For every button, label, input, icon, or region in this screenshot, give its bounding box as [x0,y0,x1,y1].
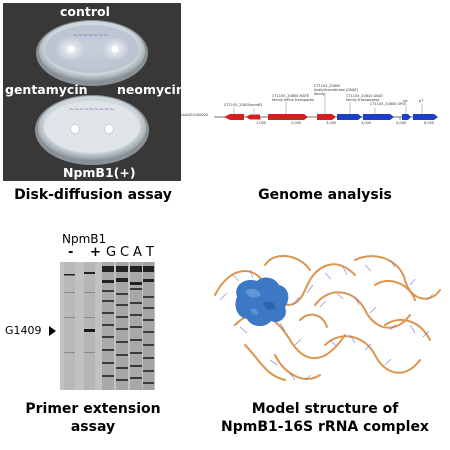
genome-caption: Genome analysis [258,187,392,203]
tick-label: 2,000 [291,121,302,125]
g1409-band [84,329,95,332]
g1409-arrow-icon [49,326,56,336]
control-plate: ~~~~~~~ [36,20,148,86]
tick-label: 1,000 [256,121,267,125]
lane-label: G [106,245,117,260]
npmb1-protein [235,277,289,327]
model-caption-line2: NpmB1-16S rRNA complex [221,419,429,435]
primer-caption-line1: Primer extension [25,401,161,417]
tick-label: 6,000 [424,121,435,125]
primer-caption-line2: assay [70,419,116,435]
gene-arrow [268,114,308,120]
tick-label: 4,000 [361,121,372,125]
model-caption-line1: Model structure of [251,401,399,417]
gene-label: CT1105_20810 [224,103,251,107]
npmb1-plate: ~~~~~~~~~ [35,95,149,165]
lane-label: - [68,245,74,260]
lane-label: A [133,245,142,260]
gene-label: CT1105_20800 Acetyltransferase (GNAT) fa… [314,84,359,96]
svg-text:~~~~~~~: ~~~~~~~ [73,32,108,39]
disk-diffusion-panel: ~~~~~~~ ~~~~~~~~~ control gentamycin neo… [3,3,185,181]
tick-label: 3,000 [326,121,337,125]
lane-label: C [120,245,130,260]
genome-panel: AAAQ01000000 CT1105_20810 npmB1 CT1105_2… [180,84,440,130]
gene-arrow [337,114,362,120]
gentamycin-label: gentamycin [5,82,88,97]
gene-arrow [224,114,244,120]
gene-arrow [363,114,394,120]
model-structure [205,245,445,395]
g1409-marker: G1409 [5,324,42,337]
genome-map [214,93,438,120]
gene-arrow [246,114,260,120]
gene-label: npmB1 [250,103,263,107]
lane-label: + [90,245,101,260]
gene-label: int [403,99,408,103]
lane-label: T [146,245,154,260]
gene-arrow [317,114,336,120]
rrna-protein-render [214,255,441,381]
npmb1-label: NpmB1(+) [63,165,136,180]
gene-label: CT1105_20800 MATE family efflux transpor… [272,94,315,102]
svg-text:~~~~~~~~~: ~~~~~~~~~ [69,106,114,113]
gel-bands [60,262,155,390]
disk-diffusion-caption: Disk-diffusion assay [14,187,172,203]
genome-accession: AAAQ01000000 [180,113,208,117]
tick-label: 5,000 [396,121,407,125]
gene-label: pT [419,99,424,103]
npmb1-title: NpmB1 [62,232,107,246]
sequencing-gel [60,262,155,390]
disk-diffusion-photo: ~~~~~~~ ~~~~~~~~~ [3,3,181,181]
gene-label: CT1105_20810 GNAT family transposase [346,94,384,102]
gene-arrow [413,114,438,120]
gene-label: CT1105_20800 OPLF [370,102,407,106]
neomycin-label: neomycin [117,82,185,97]
control-label: control [60,4,110,19]
gene-arrow [402,114,411,120]
